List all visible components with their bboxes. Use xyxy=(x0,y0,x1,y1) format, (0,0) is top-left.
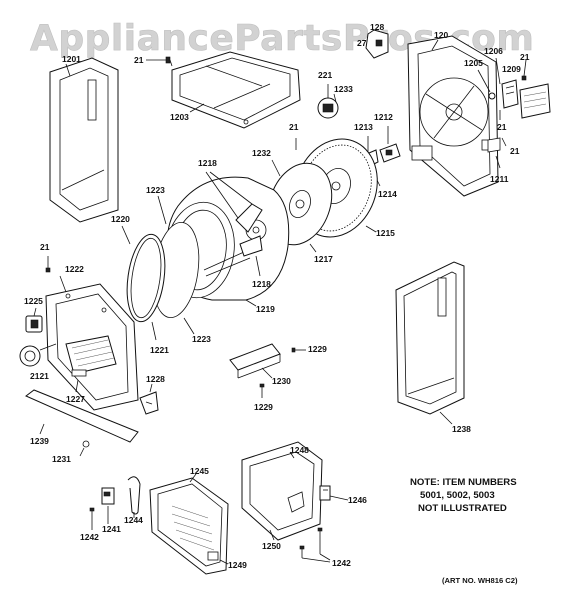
callout-1201: 1201 xyxy=(62,54,81,64)
callout-21-right-b: 21 xyxy=(510,146,520,156)
callout-1238: 1238 xyxy=(452,424,471,434)
callout-1249: 1249 xyxy=(228,560,247,570)
callout-1248: 1248 xyxy=(290,445,309,455)
part-1231-screw[interactable] xyxy=(82,440,90,448)
part-21-screw[interactable] xyxy=(146,56,173,67)
callout-128: 128 xyxy=(370,22,384,32)
callout-27: 27 xyxy=(357,38,367,48)
callout-21-top-right: 21 xyxy=(520,52,530,62)
callout-1203: 1203 xyxy=(170,112,189,122)
callout-1206: 1206 xyxy=(484,46,503,56)
part-2121-sensor[interactable] xyxy=(19,343,57,367)
part-1242-screws-right[interactable] xyxy=(299,527,331,563)
note-line-3: NOT ILLUSTRATED xyxy=(418,503,507,514)
callout-1223-bottom: 1223 xyxy=(192,334,211,344)
callout-1218-bottom: 1218 xyxy=(252,279,271,289)
part-vent-grille[interactable] xyxy=(519,83,551,119)
callout-1225: 1225 xyxy=(24,296,43,306)
part-1229-screw-bottom[interactable] xyxy=(259,383,265,398)
callout-1244: 1244 xyxy=(124,515,143,525)
part-21-screw-left[interactable] xyxy=(45,256,51,273)
part-1242-screw-left[interactable] xyxy=(89,507,95,530)
part-1249-cover[interactable] xyxy=(149,477,229,575)
part-1209-terminal-block[interactable] xyxy=(501,79,519,109)
callout-1213: 1213 xyxy=(354,122,373,132)
callout-21-top-left: 21 xyxy=(134,55,144,65)
part-1239-toe-kick[interactable] xyxy=(25,389,139,443)
callout-1221: 1221 xyxy=(150,345,169,355)
callout-1209: 1209 xyxy=(502,64,521,74)
note-line-2: 5001, 5002, 5003 xyxy=(420,490,495,501)
callout-1230: 1230 xyxy=(272,376,291,386)
part-1201-side-panel[interactable] xyxy=(49,57,119,223)
callout-1246: 1246 xyxy=(348,495,367,505)
callout-1242-right: 1242 xyxy=(332,558,351,568)
part-120-rear-bulkhead[interactable] xyxy=(407,35,499,197)
callout-1217: 1217 xyxy=(314,254,333,264)
callout-1241: 1241 xyxy=(102,524,121,534)
part-1233-switch[interactable] xyxy=(317,84,339,119)
part-small-bracket[interactable] xyxy=(487,137,501,153)
art-number: (ART NO. WH816 C2) xyxy=(442,576,518,585)
callout-1233: 1233 xyxy=(334,84,353,94)
callout-1214: 1214 xyxy=(378,189,397,199)
callout-1211: 1211 xyxy=(490,174,509,184)
note-line-1: NOTE: ITEM NUMBERS xyxy=(410,477,517,488)
callout-1229-bottom: 1229 xyxy=(254,402,273,412)
callout-1242-left: 1242 xyxy=(80,532,99,542)
part-1218-drum-baffle[interactable] xyxy=(235,203,263,257)
part-1246-bracket[interactable] xyxy=(319,485,331,501)
callout-1215: 1215 xyxy=(376,228,395,238)
callout-1250: 1250 xyxy=(262,541,281,551)
part-1244-hose[interactable] xyxy=(127,476,141,515)
callout-1212: 1212 xyxy=(374,112,393,122)
callout-2121: 2121 xyxy=(30,371,49,381)
callout-1205: 1205 xyxy=(464,58,483,68)
part-1225-door-switch[interactable] xyxy=(25,315,43,333)
callout-221: 221 xyxy=(318,70,332,80)
callout-1228: 1228 xyxy=(146,374,165,384)
callout-1227: 1227 xyxy=(66,394,85,404)
callout-1232: 1232 xyxy=(252,148,271,158)
part-1241-bracket[interactable] xyxy=(101,487,115,505)
callout-21-right-a: 21 xyxy=(497,122,507,132)
callout-1218-top: 1218 xyxy=(198,158,217,168)
part-1229-screw-top[interactable] xyxy=(291,347,306,353)
part-27-bracket[interactable] xyxy=(365,29,389,59)
part-1220-felt-seal[interactable] xyxy=(122,232,170,324)
callout-1231: 1231 xyxy=(52,454,71,464)
part-1230-support-bracket[interactable] xyxy=(229,343,281,379)
part-1238-side-panel[interactable] xyxy=(395,261,465,415)
part-1228-clip[interactable] xyxy=(139,391,159,415)
part-1227-lint-filter[interactable] xyxy=(65,335,117,377)
callout-1220: 1220 xyxy=(111,214,130,224)
callout-21-mid: 21 xyxy=(289,122,299,132)
callout-1219: 1219 xyxy=(256,304,275,314)
callout-1229-top: 1229 xyxy=(308,344,327,354)
callout-1223-top: 1223 xyxy=(146,185,165,195)
part-1248-access-panel[interactable] xyxy=(241,441,323,541)
callout-120: 120 xyxy=(434,30,448,40)
part-1212-bracket[interactable] xyxy=(379,143,401,163)
callout-1245: 1245 xyxy=(190,466,209,476)
callout-21-left: 21 xyxy=(40,242,50,252)
callout-1222: 1222 xyxy=(65,264,84,274)
part-1203-top-cover[interactable] xyxy=(171,51,301,129)
callout-1239: 1239 xyxy=(30,436,49,446)
part-1205-clip[interactable] xyxy=(477,69,496,100)
